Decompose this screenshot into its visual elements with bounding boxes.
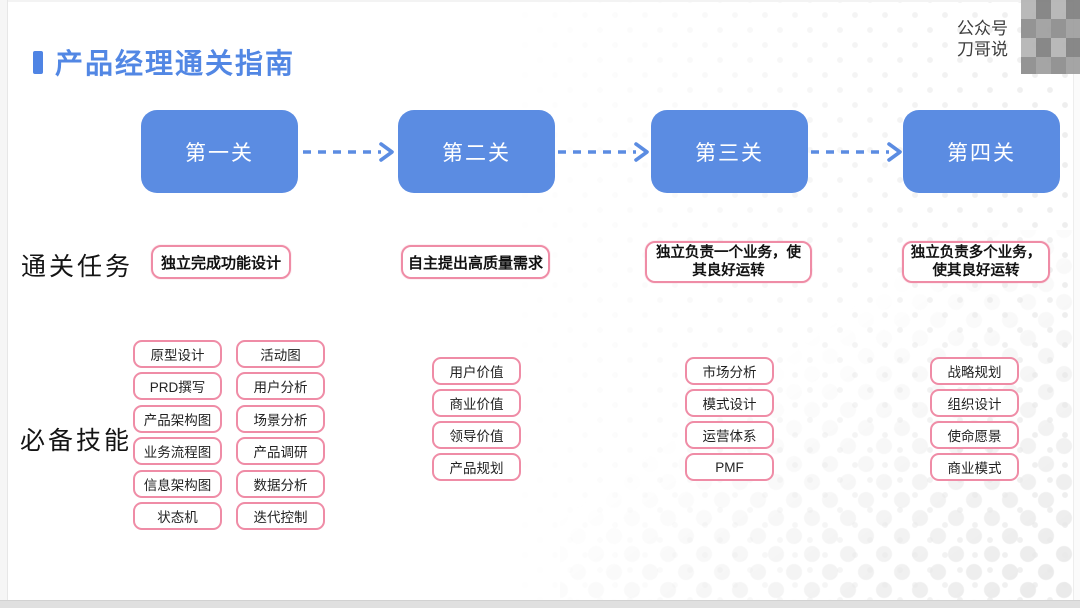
dashed-arrow-2	[558, 142, 649, 162]
watermark-line1: 公众号	[957, 19, 1008, 38]
title-accent-bar	[33, 50, 43, 74]
skill-box: 产品调研	[236, 437, 325, 465]
screen-edge-left	[0, 0, 8, 608]
pixelated-qr-placeholder	[1021, 0, 1080, 74]
skill-box: 组织设计	[930, 389, 1019, 417]
level-box-4: 第四关	[903, 110, 1060, 193]
skill-box: 数据分析	[236, 470, 325, 498]
skill-box: 迭代控制	[236, 502, 325, 530]
screen-edge-top	[0, 0, 1080, 2]
skill-box: 运营体系	[685, 421, 774, 449]
screen-edge-bottom	[0, 600, 1080, 608]
dashed-arrow-3	[811, 142, 902, 162]
row-label-skills: 必备技能	[20, 427, 133, 455]
skill-box: PMF	[685, 453, 774, 481]
skill-box: 商业模式	[930, 453, 1019, 481]
dashed-arrow-1	[303, 142, 394, 162]
skill-box: 用户价值	[432, 357, 521, 385]
skill-box: 商业价值	[432, 389, 521, 417]
level-box-2: 第二关	[398, 110, 555, 193]
skill-box: 用户分析	[236, 372, 325, 400]
skill-box: PRD撰写	[133, 372, 222, 400]
page-title: 产品经理通关指南	[55, 48, 296, 79]
skill-box: 市场分析	[685, 357, 774, 385]
task-box-2: 自主提出高质量需求	[401, 245, 550, 279]
skill-box: 产品规划	[432, 453, 521, 481]
skill-box: 使命愿景	[930, 421, 1019, 449]
task-box-3: 独立负责一个业务，使 其良好运转	[645, 241, 812, 283]
level-box-3: 第三关	[651, 110, 808, 193]
header: 产品经理通关指南	[33, 42, 295, 82]
skill-box: 战略规划	[930, 357, 1019, 385]
skill-box: 信息架构图	[133, 470, 222, 498]
watermark-line2: 刀哥说	[957, 40, 1008, 59]
skill-box: 业务流程图	[133, 437, 222, 465]
skill-box: 状态机	[133, 502, 222, 530]
task-box-4: 独立负责多个业务， 使其良好运转	[902, 241, 1050, 283]
skill-box: 模式设计	[685, 389, 774, 417]
skill-box: 产品架构图	[133, 405, 222, 433]
screen-edge-right	[1073, 0, 1080, 608]
skill-box: 领导价值	[432, 421, 521, 449]
skill-box: 场景分析	[236, 405, 325, 433]
level-box-1: 第一关	[141, 110, 298, 193]
task-box-1: 独立完成功能设计	[151, 245, 291, 279]
row-label-tasks: 通关任务	[21, 253, 134, 281]
skill-box: 原型设计	[133, 340, 222, 368]
skill-box: 活动图	[236, 340, 325, 368]
wechat-watermark: 公众号 刀哥说	[957, 18, 1008, 60]
